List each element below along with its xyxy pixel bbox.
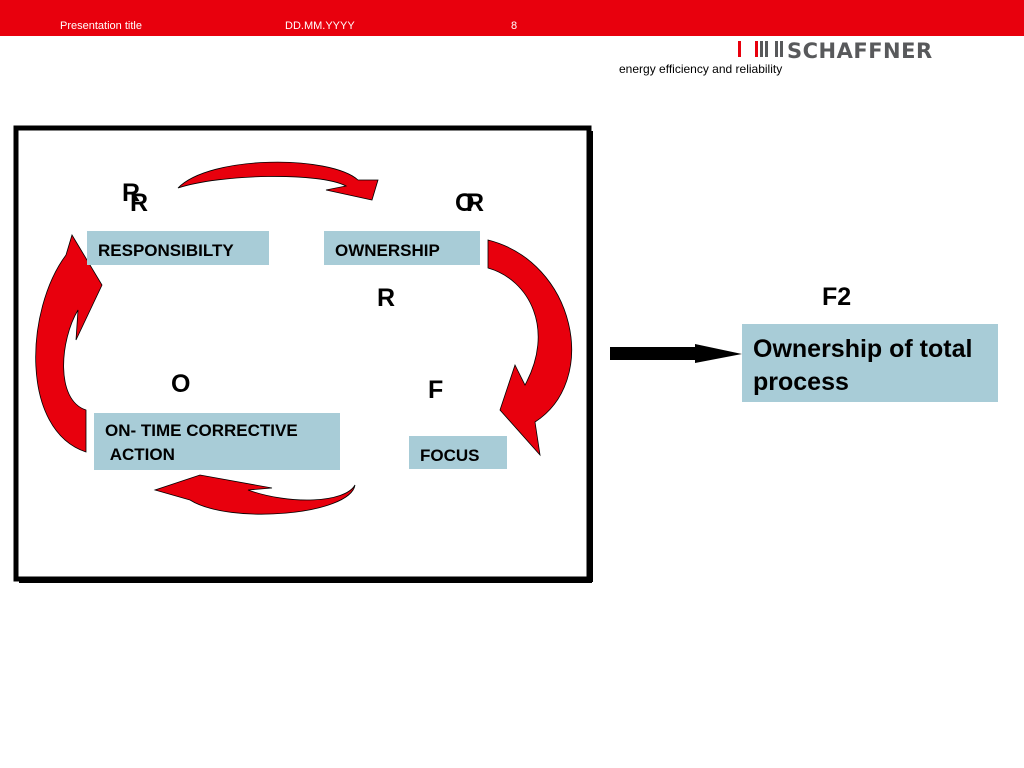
presentation-title: Presentation title — [60, 20, 142, 32]
cycle-arrow-bottom — [153, 474, 356, 515]
result-arrow — [610, 344, 742, 363]
box-focus: FOCUS — [409, 436, 507, 469]
cycle-arrow-left — [35, 234, 103, 453]
box-responsibility: RESPONSIBILTY — [87, 231, 269, 265]
schaffner-logo: SCHAFFNER — [738, 39, 933, 62]
svg-text:SCHAFFNER: SCHAFFNER — [787, 39, 933, 62]
cycle-arrow-right — [487, 239, 572, 457]
cycle-arrow-top — [177, 161, 379, 201]
page-number: 8 — [511, 20, 518, 32]
letter-r-center: R — [377, 284, 396, 312]
letter-o-ownership: O — [455, 189, 475, 217]
presentation-date: DD.MM.YYYY — [285, 20, 355, 32]
letter-o-corrective: O — [171, 370, 191, 398]
label-f2: F2 — [822, 283, 852, 311]
box-corrective-action: ON- TIME CORRECTIVE ACTION — [94, 413, 340, 470]
box-ownership: OWNERSHIP — [324, 231, 480, 265]
letter-r-shadow: R — [122, 179, 141, 207]
letter-r-ownership: R — [466, 189, 485, 217]
letter-f-focus: F — [428, 376, 444, 404]
result-box: Ownership of total process — [742, 324, 998, 402]
header-bar: Presentation title DD.MM.YYYY 8 — [0, 0, 1024, 36]
tagline: energy efficiency and reliability — [619, 62, 783, 76]
letter-r-responsibility: R — [130, 189, 149, 217]
